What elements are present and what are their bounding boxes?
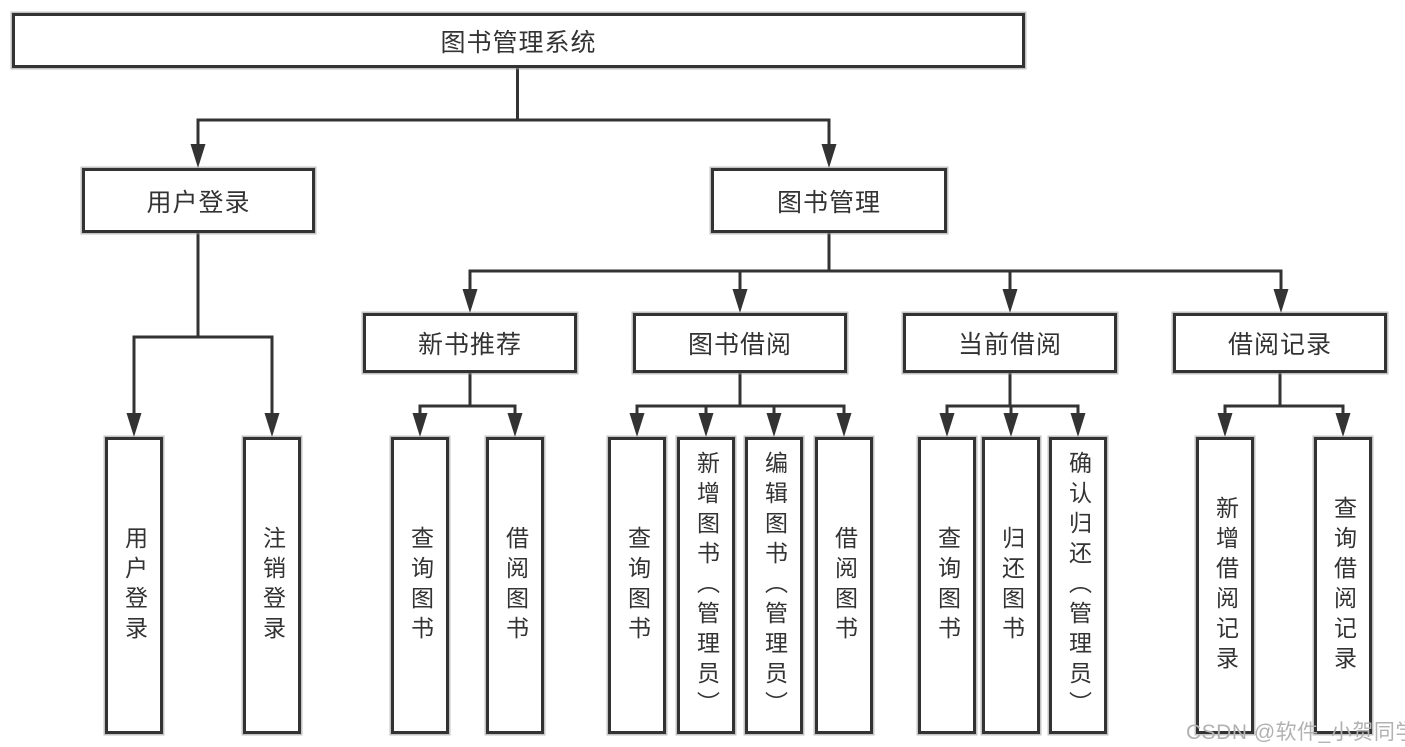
arrowhead-down-icon bbox=[629, 413, 645, 437]
node-new-book-recommend: 新书推荐 bbox=[363, 313, 577, 373]
node-root-label: 图书管理系统 bbox=[440, 28, 597, 57]
leaf-add-borrow-record-label: 新增借阅记录 bbox=[1212, 495, 1239, 676]
arrowhead-down-icon bbox=[821, 144, 837, 168]
node-book-management-label: 图书管理 bbox=[776, 188, 881, 217]
leaf-query-books-borrow: 查询图书 bbox=[608, 437, 666, 734]
arrowhead-down-icon bbox=[1335, 413, 1351, 437]
leaf-confirm-return-admin-label: 确认归还（管理员） bbox=[1065, 450, 1092, 721]
arrowhead-down-icon bbox=[264, 413, 280, 437]
leaf-edit-book-admin-label: 编辑图书（管理员） bbox=[761, 450, 788, 721]
node-user-login: 用户登录 bbox=[82, 168, 315, 233]
leaf-confirm-return-admin: 确认归还（管理员） bbox=[1049, 437, 1107, 734]
arrowhead-down-icon bbox=[732, 289, 748, 313]
leaf-query-books-recommend-label: 查询图书 bbox=[407, 525, 434, 646]
leaf-user-login-label: 用户登录 bbox=[121, 525, 148, 646]
arrowhead-down-icon bbox=[462, 289, 478, 313]
csdn-watermark: CSDN @软件_小贺同学 bbox=[1186, 721, 1405, 744]
arrowhead-down-icon bbox=[1003, 413, 1019, 437]
node-borrow-records-label: 借阅记录 bbox=[1227, 331, 1332, 359]
node-borrow-records: 借阅记录 bbox=[1173, 313, 1387, 373]
arrowhead-down-icon bbox=[1273, 289, 1289, 313]
leaf-borrow-books: 借阅图书 bbox=[815, 437, 873, 734]
node-current-borrow: 当前借阅 bbox=[903, 313, 1117, 373]
leaf-logout: 注销登录 bbox=[243, 437, 301, 734]
leaf-add-book-admin: 新增图书（管理员） bbox=[677, 437, 735, 734]
arrowhead-down-icon bbox=[190, 144, 206, 168]
node-current-borrow-label: 当前借阅 bbox=[957, 331, 1062, 359]
leaf-borrow-books-recommend-label: 借阅图书 bbox=[502, 525, 529, 646]
leaf-query-borrow-record: 查询借阅记录 bbox=[1314, 437, 1372, 734]
leaf-edit-book-admin: 编辑图书（管理员） bbox=[745, 437, 803, 734]
arrowhead-down-icon bbox=[939, 413, 955, 437]
arrowhead-down-icon bbox=[126, 413, 142, 437]
node-new-book-recommend-label: 新书推荐 bbox=[417, 331, 522, 359]
leaf-query-books-current: 查询图书 bbox=[918, 437, 976, 734]
leaf-query-books-recommend: 查询图书 bbox=[391, 437, 449, 734]
leaf-borrow-books-recommend: 借阅图书 bbox=[486, 437, 544, 734]
arrowhead-down-icon bbox=[412, 413, 428, 437]
leaf-logout-label: 注销登录 bbox=[259, 525, 286, 646]
arrowhead-down-icon bbox=[1002, 289, 1018, 313]
node-book-borrow: 图书借阅 bbox=[633, 313, 847, 373]
leaf-add-borrow-record: 新增借阅记录 bbox=[1196, 437, 1254, 734]
node-user-login-label: 用户登录 bbox=[146, 188, 251, 217]
leaf-borrow-books-label: 借阅图书 bbox=[831, 525, 858, 646]
leaf-add-book-admin-label: 新增图书（管理员） bbox=[693, 450, 720, 721]
arrowhead-down-icon bbox=[1070, 413, 1086, 437]
leaf-query-books-borrow-label: 查询图书 bbox=[624, 525, 651, 646]
arrowhead-down-icon bbox=[766, 413, 782, 437]
leaf-return-book: 归还图书 bbox=[982, 437, 1040, 734]
leaf-user-login: 用户登录 bbox=[105, 437, 163, 734]
arrowhead-down-icon bbox=[836, 413, 852, 437]
node-book-management: 图书管理 bbox=[711, 168, 947, 233]
node-root: 图书管理系统 bbox=[12, 13, 1025, 68]
node-book-borrow-label: 图书借阅 bbox=[687, 331, 792, 359]
arrowhead-down-icon bbox=[507, 413, 523, 437]
leaf-query-books-current-label: 查询图书 bbox=[934, 525, 961, 646]
leaf-return-book-label: 归还图书 bbox=[998, 525, 1025, 646]
arrowhead-down-icon bbox=[698, 413, 714, 437]
leaf-query-borrow-record-label: 查询借阅记录 bbox=[1330, 495, 1357, 676]
arrowhead-down-icon bbox=[1217, 413, 1233, 437]
